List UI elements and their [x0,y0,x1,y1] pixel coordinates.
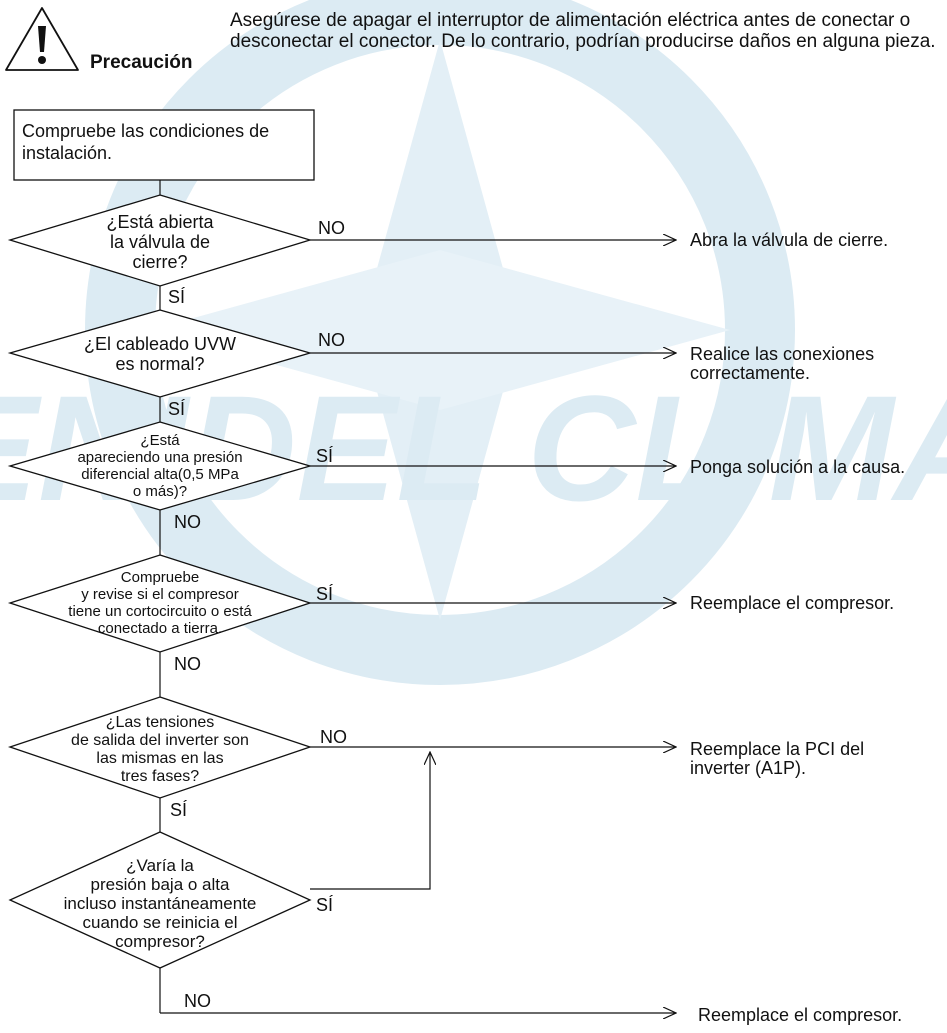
start-box-text: Compruebe las condiciones de instalación… [22,121,270,163]
start-box [13,109,315,181]
question-line: cuando se reinicia el [82,913,238,932]
question-line: ¿Las tensiones [105,714,215,731]
branch-label-si: SÍ [316,584,334,604]
decision-question-valve: ¿Está abierta la válvula de cierre? [60,212,260,272]
question-line: Compruebe [120,569,200,586]
question-line: de salida del inverter son [71,732,249,749]
question-line: presión baja o alta [90,875,230,894]
decision-question-wiring: ¿El cableado UVW es normal? [50,334,270,374]
question-line: la válvula de [109,232,211,252]
result-open-valve: Abra la válvula de cierre. [690,231,888,250]
decision-diamond-compressor [7,554,313,653]
decision-question-pressure-variation: ¿Varía la presión baja o alta incluso in… [40,856,280,951]
question-line: incluso instantáneamente [63,894,257,913]
result-replace-compressor-final: Reemplace el compresor. [698,1006,902,1025]
question-line: compresor? [115,932,205,951]
result-line: Reemplace la PCI del [690,739,865,759]
question-line: ¿Está abierta [106,212,214,232]
result-line: inverter (A1P). [690,758,807,778]
decision-diamond-wiring [7,309,313,398]
watermark-petal [150,250,730,410]
result-fix-cause: Ponga solución a la causa. [690,458,905,477]
branch-label-si: SÍ [170,800,188,820]
arrow-loop-up [310,752,430,890]
branch-label-si: SÍ [316,446,334,466]
result-line: Reemplace el compresor. [698,1005,903,1025]
decision-diamond-voltages [7,696,313,799]
warning-triangle-icon [5,7,79,71]
question-line: diferencial alta(0,5 MPa [81,466,239,483]
branch-label-no: NO [318,330,345,350]
result-replace-pci: Reemplace la PCI del inverter (A1P). [690,740,864,778]
result-line: Abra la válvula de cierre. [690,230,889,250]
question-line: tiene un cortocircuito o está [68,603,252,620]
branch-label-si: SÍ [168,399,186,419]
question-line: ¿Varía la [126,856,194,875]
question-line: conectado a tierra. [97,620,223,637]
branch-label-no: NO [318,218,345,238]
question-line: apareciendo una presión [77,449,243,466]
result-line: Realice las conexiones [690,344,875,364]
decision-diamond-pressure [7,421,313,511]
question-line: ¿Está [140,432,180,449]
question-line: o más)? [132,483,188,500]
decision-question-pressure: ¿Está apareciendo una presión diferencia… [40,432,280,500]
decision-diamond-restart [8,831,312,969]
decision-question-compressor-short: Compruebe y revise si el compresor tiene… [30,569,290,637]
question-line: ¿El cableado UVW [83,334,237,354]
branch-label-no: NO [174,512,201,532]
question-line: las mismas en las [96,750,224,767]
question-line: cierre? [132,252,188,272]
result-line: Ponga solución a la causa. [690,457,906,477]
caution-text: Asegúrese de apagar el interruptor de al… [230,10,936,52]
question-line: y revise si el compresor [81,586,239,603]
result-fix-connections: Realice las conexiones correctamente. [690,345,874,383]
question-line: es normal? [115,354,205,374]
branch-label-no: NO [320,727,347,747]
decision-diamond-valve [7,194,313,287]
result-replace-compressor: Reemplace el compresor. [690,594,894,613]
decision-question-voltages: ¿Las tensiones de salida del inverter so… [30,714,290,786]
question-line: tres fases? [120,768,200,785]
result-line: correctamente. [690,363,811,383]
caution-title: Precaución [90,52,193,73]
branch-label-si: SÍ [316,895,334,915]
branch-label-no: NO [174,654,201,674]
result-line: Reemplace el compresor. [690,593,895,613]
branch-label-no: NO [184,991,211,1011]
branch-label-si: SÍ [168,287,186,307]
